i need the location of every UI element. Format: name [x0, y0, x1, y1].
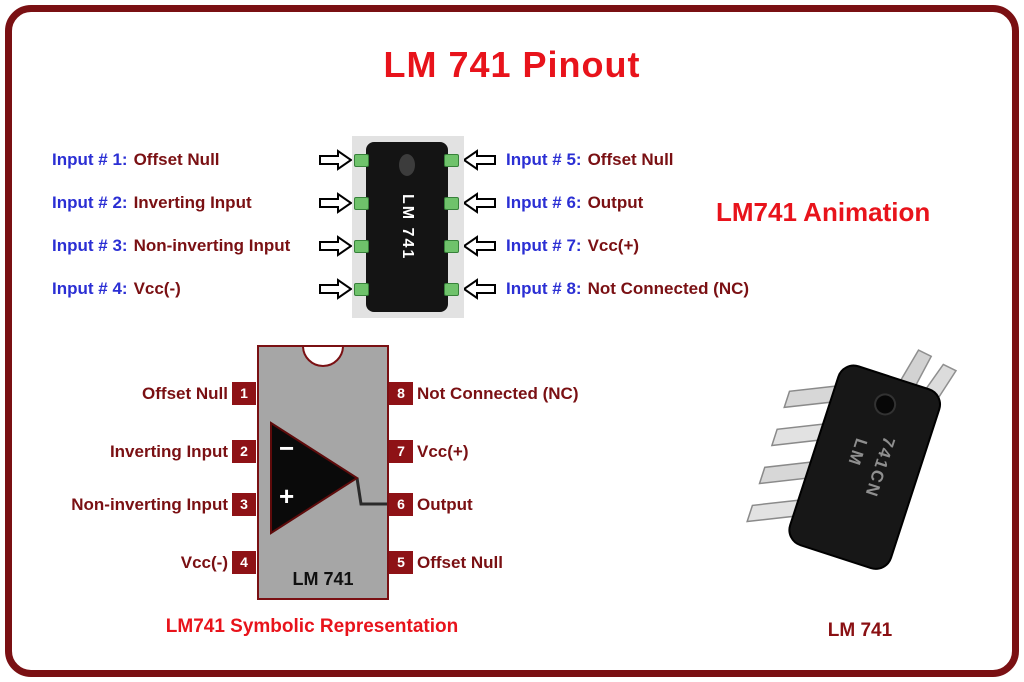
top-pin-4-number: Input # 4:	[52, 279, 128, 298]
top-pin-6-function: Output	[587, 193, 644, 212]
top-pin-7-function: Vcc(+)	[587, 236, 640, 255]
symbolic-pin-3-label: Non-inverting Input	[71, 495, 228, 514]
chip-pin-1	[354, 154, 369, 167]
opamp-symbol	[270, 421, 387, 535]
arrow-left-icon	[462, 149, 496, 171]
top-pin-3-row: Input # 3: Non-inverting Input	[52, 235, 290, 257]
top-pin-7-row: Input # 7: Vcc(+)	[506, 235, 639, 257]
pin-square-8: 8	[389, 382, 413, 405]
symbolic-chip-marking: LM 741	[292, 569, 354, 589]
dip-chip-body: LM 741	[366, 142, 448, 312]
output-wire	[355, 477, 387, 506]
symbolic-caption: LM741 Symbolic Representation	[165, 616, 459, 637]
non-inverting-plus-sign: +	[279, 481, 295, 511]
top-pin-7-number: Input # 7:	[506, 236, 582, 255]
top-pin-8-row: Input # 8: Not Connected (NC)	[506, 278, 749, 300]
photo-caption: LM 741	[827, 620, 893, 641]
symbolic-pin-8-label: Not Connected (NC)	[417, 384, 579, 403]
pin-square-5: 5	[389, 551, 413, 574]
page-title: LM 741 Pinout	[383, 44, 641, 85]
symbolic-pin-2-label: Inverting Input	[109, 442, 228, 461]
arrow-right-icon	[319, 192, 353, 214]
chip-photo-body	[788, 364, 941, 570]
pin-square-7: 7	[389, 440, 413, 463]
top-pin-5-function: Offset Null	[587, 150, 674, 169]
arrow-left-icon	[462, 192, 496, 214]
symbolic-pin-1-label: Offset Null	[142, 384, 228, 403]
chip-pin-6	[444, 197, 459, 210]
symbolic-pin-4-label: Vcc(-)	[180, 553, 228, 572]
top-pin-1-function: Offset Null	[133, 150, 220, 169]
pin-square-6: 6	[389, 493, 413, 516]
top-pin-1-number: Input # 1:	[52, 150, 128, 169]
top-pin-1-row: Input # 1: Offset Null	[52, 149, 220, 171]
chip-photo: LM 741CN	[742, 342, 978, 610]
chip-pin-8	[444, 283, 459, 296]
symbolic-pin-6-label: Output	[417, 495, 473, 514]
pin-square-3: 3	[232, 493, 256, 516]
arrow-right-icon	[319, 149, 353, 171]
chip-pin-4	[354, 283, 369, 296]
top-pin-5-row: Input # 5: Offset Null	[506, 149, 674, 171]
opamp-triangle	[270, 421, 359, 535]
top-pin-2-function: Inverting Input	[133, 193, 252, 212]
arrow-left-icon	[462, 278, 496, 300]
top-pin-2-row: Input # 2: Inverting Input	[52, 192, 252, 214]
chip-marking: LM 741	[399, 193, 416, 261]
top-pin-6-row: Input # 6: Output	[506, 192, 643, 214]
chip-pin-3	[354, 240, 369, 253]
chip-photo-dimple	[874, 393, 897, 416]
arrow-right-icon	[319, 235, 353, 257]
pin-square-2: 2	[232, 440, 256, 463]
pin-square-1: 1	[232, 382, 256, 405]
arrow-right-icon	[319, 278, 353, 300]
top-pin-3-number: Input # 3:	[52, 236, 128, 255]
chip-photo-drawing: LM 741CN	[746, 349, 958, 570]
top-pin-4-function: Vcc(-)	[133, 279, 181, 298]
top-pin-8-number: Input # 8:	[506, 279, 582, 298]
chip-pin-2	[354, 197, 369, 210]
top-pin-5-number: Input # 5:	[506, 150, 582, 169]
animation-heading: LM741 Animation	[716, 197, 931, 227]
symbolic-pin-5-label: Offset Null	[417, 553, 503, 572]
chip-pin-5	[444, 154, 459, 167]
top-pin-6-number: Input # 6:	[506, 193, 582, 212]
top-pin-2-number: Input # 2:	[52, 193, 128, 212]
arrow-left-icon	[462, 235, 496, 257]
chip-pin-7	[444, 240, 459, 253]
symbolic-ic-body: − + LM 741	[257, 345, 389, 600]
chip-dimple	[399, 154, 415, 176]
pin-square-4: 4	[232, 551, 256, 574]
inverting-minus-sign: −	[279, 433, 295, 463]
top-pin-4-row: Input # 4: Vcc(-)	[52, 278, 181, 300]
symbolic-pin-7-label: Vcc(+)	[417, 442, 469, 461]
top-pin-3-function: Non-inverting Input	[133, 236, 291, 255]
top-pin-8-function: Not Connected (NC)	[587, 279, 750, 298]
